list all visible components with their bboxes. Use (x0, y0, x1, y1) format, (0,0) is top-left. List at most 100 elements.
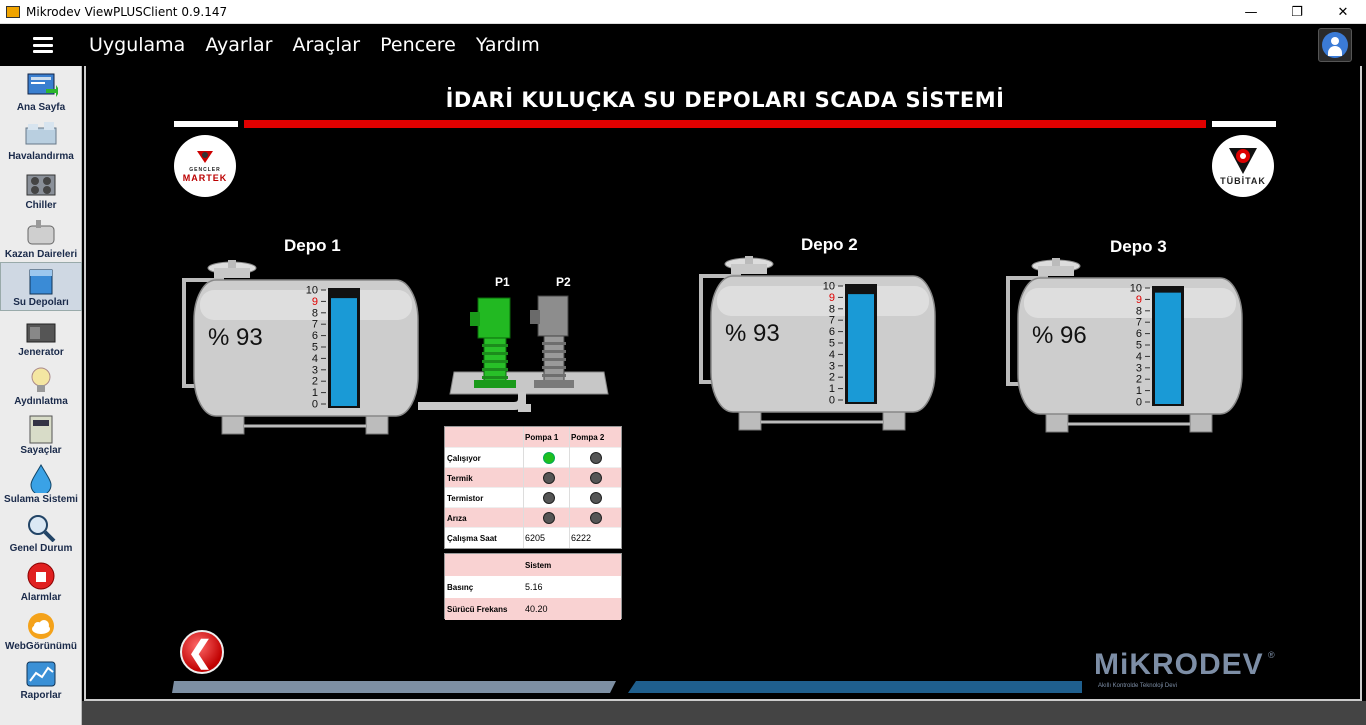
tank-1-tick-label: 5 (312, 342, 318, 354)
tank-3-hatch-knob (1052, 258, 1060, 266)
sidebar-item-label: WebGörünümü (4, 641, 78, 652)
tank-1-tick-label: 7 (312, 319, 318, 331)
tank-3-tick-label: 3 (1136, 362, 1142, 374)
header-pompa-1: Pompa 1 (525, 432, 559, 442)
tank-2-water-level (848, 294, 874, 402)
sidebar-item-label: Aydınlatma (14, 396, 68, 407)
system-row-label: Sürücü Frekans (447, 604, 508, 614)
sidebar-item-label: Havalandırma (8, 151, 74, 162)
martek-logo: GENCLER MARTEK (174, 135, 236, 197)
pump-row-label: Çalışıyor (447, 453, 481, 463)
sidebar-item-aydınlatma[interactable]: Aydınlatma (0, 360, 82, 409)
footer-stripes (172, 681, 1082, 693)
sidebar-item-raporlar[interactable]: Raporlar (0, 654, 82, 703)
tank-2-tick-label: 7 (829, 315, 835, 327)
menu-pencere[interactable]: Pencere (380, 34, 456, 56)
sidebar-item-sulama-sistemi[interactable]: Sulama Sistemi (0, 458, 82, 507)
mikrodev-brand: MiKRODEV (1094, 648, 1264, 681)
sidebar-item-genel-durum[interactable]: Genel Durum (0, 507, 82, 556)
tank-3-tick-label: 10 (1130, 283, 1142, 295)
tank-3-title: Depo 3 (1110, 237, 1167, 256)
pump-2-base (534, 380, 574, 388)
header-line-left (174, 121, 238, 127)
back-button[interactable]: ❮ (180, 630, 224, 674)
tank-2-title: Depo 2 (801, 235, 858, 254)
tank-2-tick-label: 5 (829, 338, 835, 350)
pump-1-status-led (543, 512, 555, 524)
sidebar-item-kazan-daireleri[interactable]: Kazan Daireleri (0, 213, 82, 262)
tank-1-tick-label: 9 (312, 296, 318, 308)
pump-row-label: Termik (447, 473, 473, 483)
sidebar-item-label: Alarmlar (20, 592, 62, 603)
window-title: Mikrodev ViewPLUSClient 0.9.147 (26, 4, 228, 19)
pump-1-motor (477, 297, 511, 339)
pump-2-stage (542, 342, 566, 345)
water-tank-icon (29, 269, 53, 295)
restore-button[interactable]: ❐ (1291, 4, 1303, 20)
tank-2-tick-label: 8 (829, 303, 835, 315)
pump-row-label: Çalışma Saat (447, 533, 497, 543)
tank-3-tick-label: 2 (1136, 374, 1142, 386)
menu-yardim[interactable]: Yardım (475, 34, 540, 56)
sidebar-item-sayaçlar[interactable]: Sayaçlar (0, 409, 82, 458)
tank-1-hatch-neck (214, 268, 250, 278)
tank-2-tick-label: 1 (829, 383, 835, 395)
ventilation-icon (25, 122, 57, 145)
pump-platform (449, 371, 609, 395)
magnifier-icon (28, 515, 56, 542)
sidebar-item-ana-sayfa[interactable]: Ana Sayfa (0, 66, 82, 115)
pump-2-status-led (590, 492, 602, 504)
tank-3-percent: % 96 (1032, 322, 1087, 349)
sidebar-item-label: Kazan Daireleri (4, 249, 78, 260)
tank-1-tick-label: 4 (312, 353, 318, 365)
page-title: İDARİ KULUÇKA SU DEPOLARI SCADA SİSTEMİ (445, 88, 1005, 112)
sidebar-item-label: Raporlar (20, 690, 62, 701)
tank-3-tick-label: 4 (1136, 351, 1142, 363)
menu-uygulama[interactable]: Uygulama (89, 34, 186, 56)
sidebar-item-label: Jenerator (18, 347, 64, 358)
tank-3-tick-label: 7 (1136, 317, 1142, 329)
window-titlebar: Mikrodev ViewPLUSClient 0.9.147 — ❐ ✕ (0, 0, 1366, 24)
close-button[interactable]: ✕ (1337, 4, 1349, 20)
tank-3-tick-label: 1 (1136, 385, 1142, 397)
report-chart-icon (26, 661, 56, 687)
tank-2-hatch-neck (731, 264, 767, 274)
sidebar-item-havalandırma[interactable]: Havalandırma (0, 115, 82, 164)
minimize-button[interactable]: — (1244, 4, 1258, 20)
pump-1-stage (482, 368, 508, 371)
sidebar-item-chiller[interactable]: Chiller (0, 164, 82, 213)
menu-araclar[interactable]: Araçlar (292, 34, 361, 56)
chevron-left-icon: ❮ (187, 635, 213, 669)
tank-1-tick-label: 2 (312, 376, 318, 388)
martek-emblem-icon (197, 151, 213, 163)
tank-3-tick-label: 8 (1136, 305, 1142, 317)
system-row-label: Basınç (447, 582, 474, 592)
pump-pipe-elbow (518, 392, 531, 412)
sidebar-item-su-depoları[interactable]: Su Depoları (0, 262, 82, 311)
menu-ayarlar[interactable]: Ayarlar (205, 34, 273, 56)
tank-2-side-pipe (699, 274, 741, 316)
sidebar-item-jenerator[interactable]: Jenerator (0, 311, 82, 360)
cloud-icon (28, 613, 54, 639)
tank-1-water-level (331, 298, 357, 406)
table-row: Termistor (445, 487, 621, 507)
user-account-button[interactable] (1318, 28, 1352, 62)
pump-2-motor (537, 295, 569, 337)
pump-2-terminal (530, 310, 540, 324)
lightbulb-icon (31, 367, 51, 392)
sidebar-item-webgörünümü[interactable]: WebGörünümü (0, 605, 82, 654)
header-line-right (1212, 121, 1276, 127)
tank-1-tick-label: 0 (312, 399, 318, 411)
tank-2-hatch-knob (745, 256, 753, 264)
tank-1-hatch-knob (228, 260, 236, 268)
system-header-label: Sistem (525, 560, 552, 570)
pump-2-status-led (590, 452, 602, 464)
pump-1-stage (482, 376, 508, 379)
sidebar-item-alarmlar[interactable]: Alarmlar (0, 556, 82, 605)
scada-panel: İDARİ KULUÇKA SU DEPOLARI SCADA SİSTEMİ … (84, 66, 1362, 701)
hamburger-menu-icon[interactable] (33, 37, 53, 53)
